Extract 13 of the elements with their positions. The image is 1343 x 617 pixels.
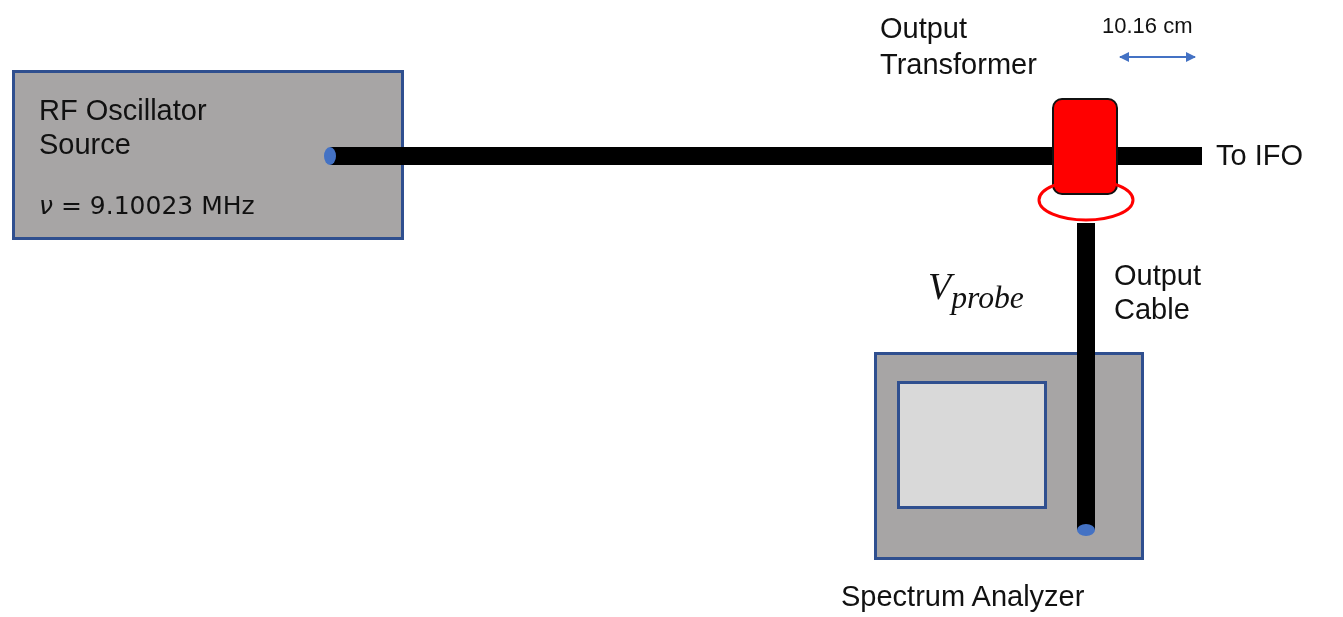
device-label: Spectrum Analyzer [841, 579, 1085, 613]
component-label: Output Transformer [880, 11, 1038, 82]
cable [1077, 223, 1095, 530]
cable-label: Output Cable [1114, 258, 1203, 326]
frequency-text: ν = 9.10023 MHz [39, 190, 255, 222]
cable [1118, 147, 1202, 165]
cable [330, 147, 1052, 165]
dimension-label: 10.16 cm [1102, 12, 1193, 40]
destination-label: To IFO [1216, 138, 1331, 174]
analyzer-screen [897, 381, 1047, 509]
signal-label: V$_{probe}$ [928, 264, 1024, 317]
oscillator-box [12, 70, 404, 240]
device-title: RF Oscillator Source [39, 93, 208, 161]
